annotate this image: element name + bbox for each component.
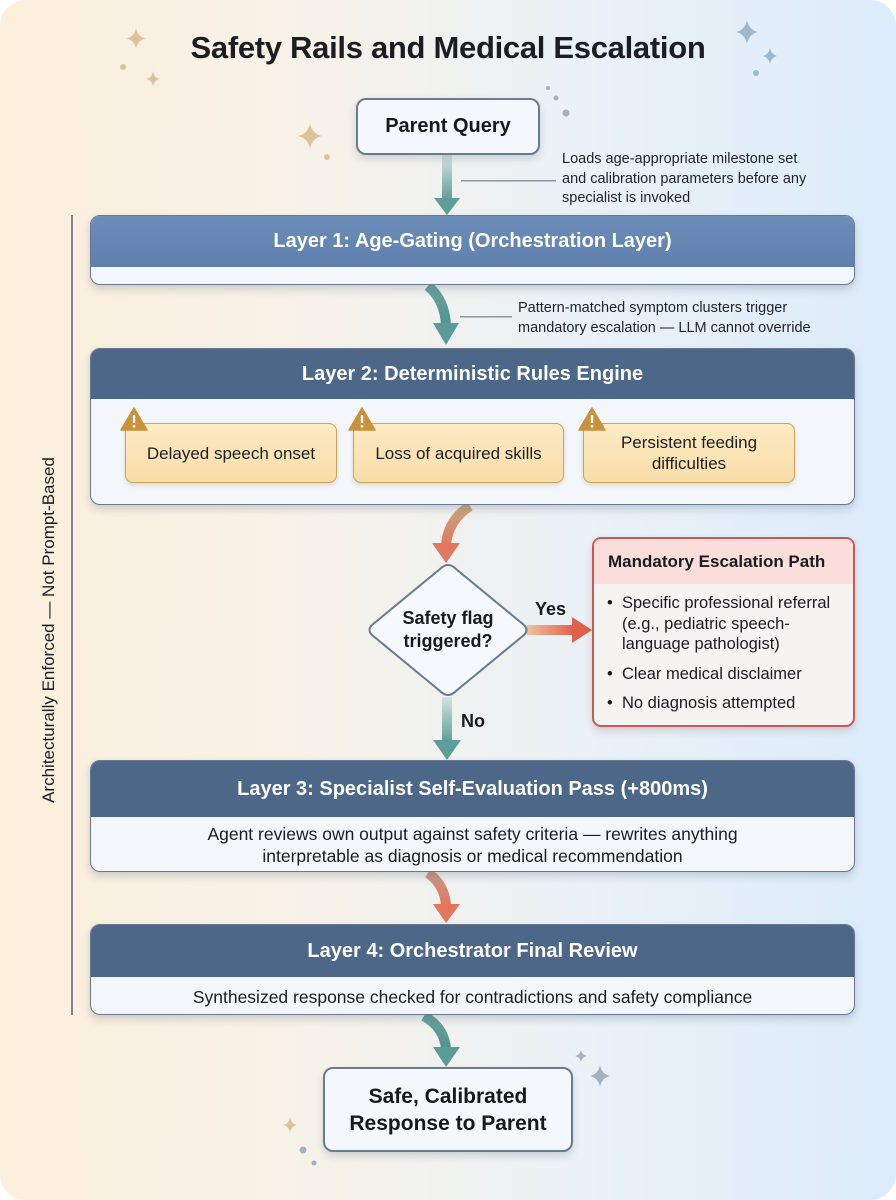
layer-3-self-evaluation: Layer 3: Specialist Self-Evaluation Pass… bbox=[90, 760, 855, 872]
arrow-layer3-to-layer4 bbox=[424, 868, 460, 923]
arrow-no bbox=[433, 697, 461, 760]
side-label-text: Architecturally Enforced — Not Prompt-Ba… bbox=[39, 457, 58, 803]
warning-icon bbox=[578, 407, 606, 431]
layer-2-body: Delayed speech onset Loss of acquired sk… bbox=[91, 399, 854, 504]
sparkle-icon bbox=[590, 1065, 610, 1087]
annotation-pattern-matching: Pattern-matched symptom clusters trigger… bbox=[518, 299, 811, 338]
decision-question: Safety flag triggered? bbox=[366, 607, 530, 653]
sparkle-icon bbox=[763, 48, 777, 64]
leader-line bbox=[461, 180, 556, 182]
decision-line: Safety flag bbox=[402, 608, 494, 628]
layer-4-final-review: Layer 4: Orchestrator Final Review Synth… bbox=[90, 924, 855, 1015]
arrow-layer4-to-final bbox=[421, 1011, 460, 1067]
flag-label: Loss of acquired skills bbox=[375, 443, 542, 463]
sparkle-icon bbox=[736, 20, 758, 44]
side-bracket-line bbox=[71, 215, 73, 1015]
flag-loss-of-skills: Loss of acquired skills bbox=[348, 407, 564, 483]
decision-diamond-shape bbox=[368, 563, 528, 697]
yes-branch-label: Yes bbox=[535, 599, 567, 619]
end-node-line: Response to Parent bbox=[349, 1111, 547, 1135]
no-branch-label: No bbox=[461, 711, 485, 731]
end-node-line: Safe, Calibrated bbox=[368, 1084, 528, 1108]
escalation-title: Mandatory Escalation Path bbox=[594, 539, 853, 584]
arrow-yes bbox=[527, 617, 592, 643]
layer-4-title: Layer 4: Orchestrator Final Review bbox=[91, 925, 854, 977]
layer-2-title: Layer 2: Deterministic Rules Engine bbox=[91, 349, 854, 399]
layer-1-body bbox=[91, 267, 854, 284]
sparkle-icon bbox=[146, 71, 160, 87]
sparkle-icon bbox=[126, 28, 146, 49]
escalation-item: No diagnosis attempted bbox=[607, 693, 845, 714]
arrow-query-to-layer1 bbox=[434, 155, 460, 215]
dot-icon bbox=[299, 1146, 307, 1154]
leader-line bbox=[460, 316, 512, 318]
arrow-layer1-to-layer2 bbox=[424, 282, 459, 345]
warning-icon bbox=[348, 407, 376, 431]
escalation-item: Specific professional referral (e.g., pe… bbox=[607, 593, 845, 655]
sparkle-icon bbox=[298, 123, 322, 149]
start-node-parent-query: Parent Query bbox=[356, 98, 540, 155]
decision-line: triggered? bbox=[403, 631, 493, 651]
layer-1-title: Layer 1: Age-Gating (Orchestration Layer… bbox=[91, 216, 854, 267]
escalation-item: Clear medical disclaimer bbox=[607, 664, 845, 685]
escalation-list: Specific professional referral (e.g., pe… bbox=[594, 584, 853, 714]
decision-node: Safety flag triggered? bbox=[366, 563, 530, 697]
dot-icon bbox=[311, 1160, 317, 1166]
diagram-title: Safety Rails and Medical Escalation bbox=[190, 30, 706, 65]
flag-delayed-speech: Delayed speech onset bbox=[120, 407, 337, 483]
layer-3-description-line: Agent reviews own output against safety … bbox=[207, 824, 738, 844]
dot-icon bbox=[120, 64, 126, 70]
dot-icon bbox=[546, 86, 550, 90]
layer-3-description-line: interpretable as diagnosis or medical re… bbox=[262, 846, 683, 866]
layer-1-age-gating: Layer 1: Age-Gating (Orchestration Layer… bbox=[90, 215, 855, 285]
layer-3-body: Agent reviews own output against safety … bbox=[91, 817, 854, 871]
dot-icon bbox=[324, 154, 330, 160]
escalation-path-box: Mandatory Escalation Path Specific profe… bbox=[592, 537, 855, 727]
annotation-line: Pattern-matched symptom clusters trigger bbox=[518, 300, 788, 316]
annotation-line: specialist is invoked bbox=[562, 190, 691, 206]
dot-icon bbox=[753, 70, 759, 76]
annotation-line: and calibration parameters before any bbox=[562, 170, 807, 187]
end-node-final-response: Safe, Calibrated Response to Parent bbox=[323, 1067, 573, 1152]
arrow-layer2-to-decision bbox=[432, 501, 473, 563]
annotation-line: Loads age-appropriate milestone set bbox=[562, 151, 798, 167]
layer-4-description: Synthesized response checked for contrad… bbox=[192, 986, 753, 1007]
warning-icon bbox=[120, 407, 148, 431]
flag-label: Delayed speech onset bbox=[146, 443, 316, 463]
annotation-age-loading: Loads age-appropriate milestone set and … bbox=[562, 150, 806, 209]
layer-3-title: Layer 3: Specialist Self-Evaluation Pass… bbox=[91, 761, 854, 817]
flag-feeding-difficulties: Persistent feeding difficulties bbox=[578, 407, 795, 483]
dot-icon bbox=[562, 109, 570, 117]
flag-label: Persistent feeding difficulties bbox=[620, 433, 758, 473]
sparkle-icon bbox=[575, 1050, 587, 1062]
annotation-line: mandatory escalation — LLM cannot overri… bbox=[518, 319, 811, 336]
layer-2-rules-engine: Layer 2: Deterministic Rules Engine Dela… bbox=[90, 348, 855, 505]
sparkle-icon bbox=[283, 1117, 297, 1133]
dot-icon bbox=[553, 95, 559, 101]
